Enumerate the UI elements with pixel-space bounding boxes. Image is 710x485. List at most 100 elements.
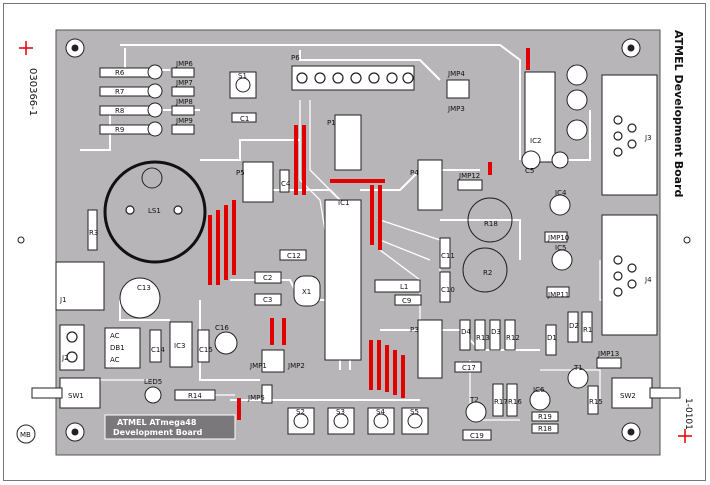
ic4 [549, 194, 571, 216]
label-jmp9: JMP9 [175, 117, 193, 125]
resistor-r16 [506, 383, 518, 417]
label-r17: R17 [494, 398, 508, 406]
label-t1: T1 [573, 364, 583, 372]
resistor-r1 [581, 311, 593, 343]
diode-d3 [489, 319, 501, 351]
label-jmp7: JMP7 [175, 79, 193, 87]
speaker-ls1 [103, 160, 207, 264]
label-ls1: LS1 [148, 207, 161, 215]
label-jmp11: JMP11 [547, 291, 569, 299]
ls1-pad-1 [125, 205, 135, 215]
ic1-microcontroller [324, 199, 362, 361]
label-c9: C9 [402, 297, 411, 305]
buttons-s2-s5 [287, 407, 429, 435]
capacitor-c17 [454, 361, 482, 373]
jumper-jmp12 [457, 179, 483, 191]
label-x1: X1 [302, 288, 311, 296]
label-j2: J2 [61, 354, 69, 362]
label-c11: C11 [441, 252, 455, 260]
label-r12: R12 [506, 334, 520, 342]
capacitor-c9 [394, 294, 422, 306]
capacitor-c14 [149, 329, 162, 363]
diode-d2 [567, 311, 579, 343]
led-led5 [144, 386, 162, 404]
trimmer-r18 [467, 197, 513, 243]
ic6 [529, 389, 551, 411]
label-jmp12: JMP12 [458, 172, 480, 180]
label-jmp8: JMP8 [175, 98, 193, 106]
bridge-rectifier-db1 [104, 327, 141, 369]
label-s3: S3 [336, 408, 345, 416]
label-ic3: IC3 [174, 342, 185, 350]
label-jmp3: JMP3 [447, 105, 465, 113]
resistor-r18b [531, 423, 559, 434]
jumper-jmp1-jmp2 [261, 349, 285, 373]
label-c5: C5 [525, 167, 534, 175]
label-t2: T2 [469, 396, 479, 404]
label-r19: R19 [538, 413, 552, 421]
board-title-line1: ATMEL ATmega48 [117, 418, 197, 427]
label-j1: J1 [59, 296, 67, 304]
label-d3: D3 [491, 328, 501, 336]
label-p3: P3 [410, 326, 419, 334]
label-jmp2: JMP2 [287, 362, 305, 370]
jumper-jmp13 [596, 357, 622, 369]
label-r1: R1 [583, 326, 592, 334]
label-sw1: SW1 [68, 392, 84, 400]
registration-mark-bottom-right [678, 429, 692, 443]
label-ic2: IC2 [530, 137, 541, 145]
regulator-ic3 [169, 321, 193, 368]
resistor-r3 [87, 209, 98, 251]
jumper-jmp5 [261, 384, 273, 404]
capacitor-c12 [279, 249, 307, 261]
label-c17: C17 [462, 364, 476, 372]
ic2-area [521, 64, 588, 170]
button-s1 [229, 71, 257, 99]
mb-mark-circle [16, 424, 36, 444]
board-title-line2: Development Board [113, 428, 203, 437]
resistors-r6-r9 [99, 64, 163, 137]
jumper-jmp11 [546, 286, 570, 298]
label-c4: C4 [281, 180, 291, 188]
switch-sw2-lever [649, 387, 681, 399]
header-p6 [291, 65, 415, 91]
resistor-r13 [474, 319, 486, 351]
label-s1: S1 [238, 72, 247, 80]
connector-j4 [601, 214, 658, 336]
mounting-holes [65, 38, 641, 442]
label-r16: R16 [508, 398, 522, 406]
capacitor-c15 [197, 329, 210, 363]
label-r6: R6 [115, 69, 125, 77]
label-j4: J4 [644, 276, 652, 284]
label-c19: C19 [470, 432, 484, 440]
resistor-r17 [492, 383, 504, 417]
label-ic1: IC1 [338, 199, 349, 207]
registration-mark-top-left [19, 41, 33, 55]
inductor-l1 [374, 279, 421, 293]
label-jmp10: JMP10 [547, 234, 569, 242]
label-p1: P1 [327, 119, 336, 127]
label-r18b: R18 [538, 425, 552, 433]
ls1-pad-2 [173, 205, 183, 215]
label-r14: R14 [188, 392, 202, 400]
hole-left [17, 236, 25, 244]
label-ac2: AC [110, 356, 120, 364]
label-c14: C14 [151, 346, 165, 354]
label-c1: C1 [240, 115, 249, 123]
jumpers-jmp6-jmp9 [171, 67, 195, 135]
label-r9: R9 [115, 126, 124, 134]
wire-bridges [208, 48, 530, 420]
ic5 [551, 249, 573, 271]
label-ic5: IC5 [555, 244, 566, 252]
trimmer-r2 [462, 247, 508, 293]
hole-right [683, 236, 691, 244]
mb-mark-circle-2 [141, 167, 163, 189]
label-s4: S4 [376, 408, 385, 416]
label-p6: P6 [291, 54, 300, 62]
label-sw2: SW2 [620, 392, 636, 400]
label-ic4: IC4 [555, 189, 567, 197]
label-r7: R7 [115, 88, 124, 96]
side-number: 1-0101 [683, 398, 693, 430]
switch-sw1-lever [31, 387, 63, 399]
